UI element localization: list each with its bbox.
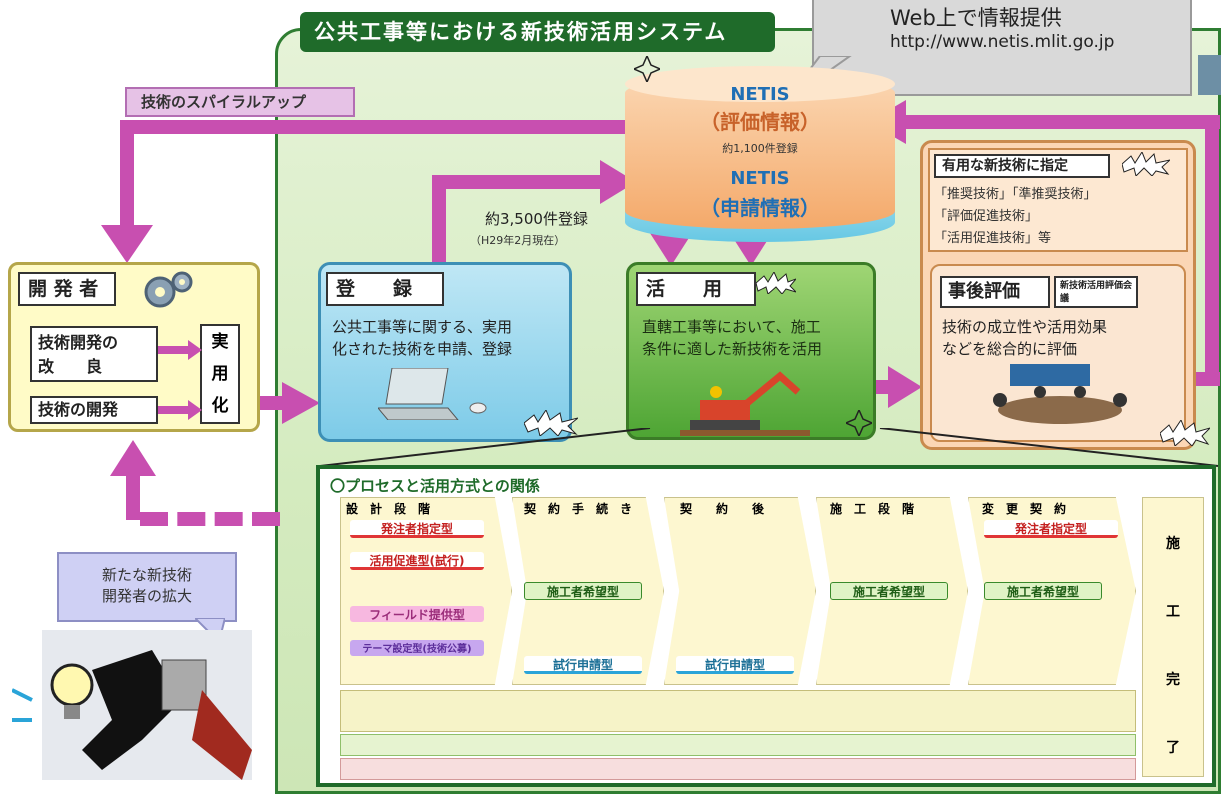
- practical-char-3: 化: [211, 396, 229, 416]
- callout-heading: Web上で情報提供: [890, 6, 1062, 30]
- completion-label: 施 工 完 了: [1156, 510, 1190, 782]
- netis-app-subtitle: （申請情報）: [700, 196, 820, 220]
- useful-tech-list: 「推奨技術」「準推奨技術」 「評価促進技術」 「活用促進技術」等: [934, 184, 1097, 250]
- sparkle-icon: [634, 56, 660, 82]
- stage-post-contract: [664, 497, 816, 685]
- completion-char-1: 施: [1166, 536, 1180, 552]
- utilization-title: 活 用: [636, 272, 756, 306]
- reg-up-arrow: [432, 175, 446, 265]
- tag-utilization-trial: 活用促進型(試行): [350, 552, 484, 570]
- post-eval-line2: などを総合的に評価: [942, 340, 1078, 358]
- dotted-up-arrow: [126, 470, 140, 520]
- useful-line2: 「評価促進技術」: [934, 209, 1039, 224]
- new-developers-box: 新たな新技術 開発者の拡大: [57, 552, 237, 622]
- useful-tech-title: 有用な新技術に指定: [934, 154, 1110, 178]
- burst-icon: [756, 272, 796, 294]
- stage-label-change-contract: 変 更 契 約: [982, 502, 1067, 516]
- tag-owner-designated: 発注者指定型: [350, 520, 484, 538]
- stage-label-design: 設 計 段 階: [346, 502, 431, 516]
- spiral-up-label: 技術のスパイラルアップ: [125, 87, 355, 117]
- practical-box: 実 用 化: [200, 324, 240, 424]
- down-arrowhead-icon: [101, 225, 153, 263]
- right-return-arrow: [880, 115, 1220, 129]
- improvement-box: 技術開発の 改 良: [30, 326, 158, 382]
- burst-icon: [524, 410, 578, 436]
- post-eval-badge: 新技術活用評価会議: [1054, 276, 1138, 308]
- burst-icon: [1122, 152, 1170, 176]
- tag-field-provision: フィールド提供型: [350, 606, 484, 622]
- laptop-icon: [376, 367, 487, 421]
- note-1: [340, 690, 1136, 732]
- reg-to-netis-arrow: [432, 175, 612, 189]
- small-arrow-icon: [158, 340, 202, 360]
- top-return-arrow: [120, 120, 630, 134]
- developer-title: 開 発 者: [18, 272, 116, 306]
- completion-char-2: 工: [1166, 604, 1180, 620]
- useful-line3: 「活用促進技術」等: [934, 231, 1052, 246]
- registration-text: 公共工事等に関する、実用 化された技術を申請、登録: [332, 316, 512, 360]
- registration-line2: 化された技術を申請、登録: [332, 340, 513, 358]
- netis-eval-name: NETIS: [730, 84, 790, 105]
- registration-line1: 公共工事等に関する、実用: [332, 318, 513, 336]
- practical-char-2: 用: [211, 364, 229, 384]
- left-down-arrow: [120, 120, 134, 240]
- dotted-return-arrow: [140, 512, 280, 526]
- callout-url-link[interactable]: http://www.netis.mlit.go.jp: [890, 32, 1115, 52]
- netis-app-name: NETIS: [730, 168, 790, 189]
- completion-char-4: 了: [1166, 740, 1180, 756]
- utilization-line1: 直轄工事等において、施工: [642, 318, 821, 336]
- post-eval-line1: 技術の成立性や活用効果: [942, 318, 1108, 336]
- registration-count: 約3,500件登録: [485, 210, 588, 228]
- new-devs-line1: 新たな新技術: [101, 566, 192, 584]
- tag-trial-application-2: 試行申請型: [676, 656, 794, 674]
- small-arrow-icon: [158, 400, 202, 420]
- tag-trial-application-1: 試行申請型: [524, 656, 642, 674]
- stage-label-post-contract: 契 約 後: [680, 502, 765, 516]
- registration-title: 登 録: [326, 272, 444, 306]
- stage-completion: [1142, 497, 1204, 777]
- improvement-line2: 改 良: [38, 357, 103, 376]
- post-eval-title: 事後評価: [940, 276, 1050, 308]
- useful-line1: 「推奨技術」「準推奨技術」: [934, 187, 1097, 202]
- post-eval-text: 技術の成立性や活用効果 などを総合的に評価: [942, 316, 1107, 360]
- right-vertical-arrow: [1205, 115, 1219, 385]
- tag-theme-setting: テーマ設定型(技術公募): [350, 640, 484, 656]
- netis-eval-subtitle: （評価情報）: [700, 110, 820, 134]
- stage-label-contract-procedure: 契 約 手 続 き: [524, 502, 633, 516]
- excavator-icon: [680, 360, 810, 436]
- cylinder-top-cap: [625, 66, 895, 102]
- utilization-text: 直轄工事等において、施工 条件に適した新技術を活用: [642, 316, 822, 360]
- completion-char-3: 完: [1166, 672, 1180, 688]
- improvement-line1: 技術開発の: [38, 333, 119, 352]
- utilization-line2: 条件に適した新技術を活用: [642, 340, 823, 358]
- development-box: 技術の開発: [30, 396, 158, 424]
- meeting-icon: [970, 360, 1150, 432]
- stage-label-construction: 施 工 段 階: [830, 502, 915, 516]
- up-arrowhead-icon: [110, 440, 156, 476]
- sparkle-icon: [846, 410, 872, 436]
- system-title: 公共工事等における新技術活用システム: [300, 12, 775, 52]
- practical-char-1: 実: [211, 332, 229, 352]
- burst-icon: [1160, 420, 1210, 446]
- registration-date: （H29年2月現在）: [470, 234, 566, 247]
- right-arrowhead-icon: [600, 160, 636, 204]
- developer-illustration: [11, 630, 252, 780]
- netis-eval-count: 約1,100件登録: [722, 142, 798, 155]
- tag-contractor-wish-2: 施工者希望型: [830, 582, 948, 600]
- tag-contractor-wish-3: 施工者希望型: [984, 582, 1102, 600]
- right-arrowhead-icon: [282, 382, 320, 424]
- connector-lines: [320, 428, 1219, 467]
- gears-icon: [140, 268, 196, 312]
- tag-contractor-wish-1: 施工者希望型: [524, 582, 642, 600]
- note-2: [340, 734, 1136, 756]
- right-arrowhead-icon: [888, 366, 922, 408]
- process-heading: 〇プロセスと活用方式との関係: [330, 477, 540, 495]
- monitor-icon: [1198, 55, 1221, 95]
- down-arrowhead-icon: [648, 230, 694, 266]
- tag-owner-designated-change: 発注者指定型: [984, 520, 1118, 538]
- new-devs-line2: 開発者の拡大: [101, 587, 192, 605]
- note-3: [340, 758, 1136, 780]
